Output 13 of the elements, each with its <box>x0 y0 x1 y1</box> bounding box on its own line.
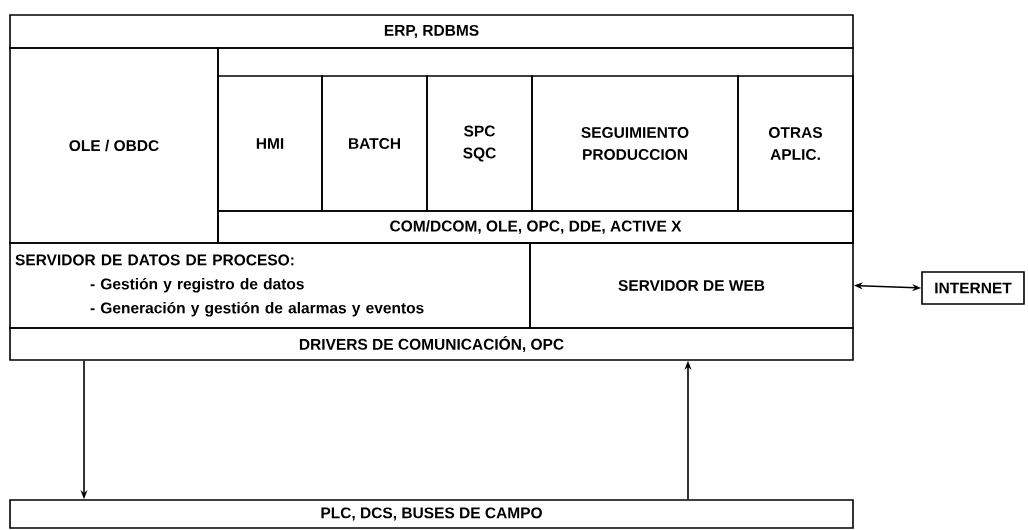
label-box: OTRAS APLIC. <box>737 75 854 212</box>
label-box: SEGUIMIENTO PRODUCCION <box>531 75 739 212</box>
label-box: BATCH <box>321 75 428 212</box>
server-box: SERVIDOR DE DATOS DE PROCESO: - Gestión y registro de datos - Generación y gestión de alarmas y eventos <box>9 242 531 329</box>
label-box: COM/DCOM, OLE, OPC, DDE, ACTIVE X <box>217 210 854 244</box>
label-box: DRIVERS DE COMUNICACIÓN, OPC <box>9 327 854 361</box>
label-box: PLC, DCS, BUSES DE CAMPO <box>9 499 854 529</box>
label-box: SPC SQC <box>426 75 533 212</box>
label-box: SERVIDOR DE WEB <box>529 242 854 329</box>
label-box: HMI <box>217 75 323 212</box>
label-box: OLE / OBDC <box>9 47 219 244</box>
label-box: ERP, RDBMS <box>9 14 854 49</box>
label-box: INTERNET <box>921 271 1025 305</box>
